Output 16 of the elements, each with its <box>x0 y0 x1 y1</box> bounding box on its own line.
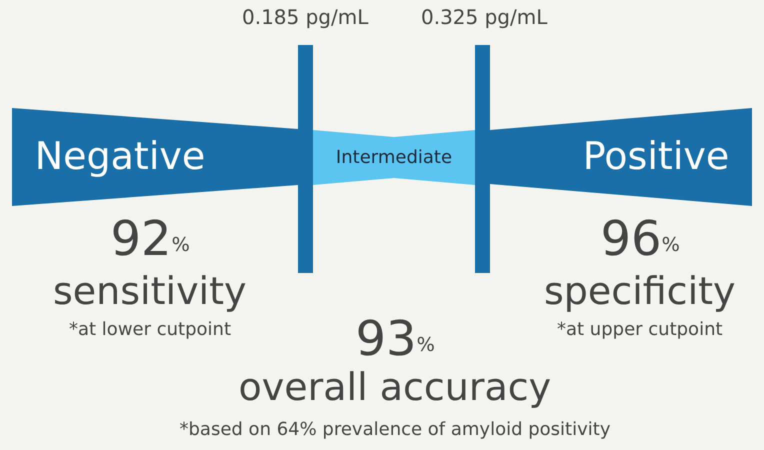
band-label: Positive <box>582 134 730 180</box>
zone-band <box>490 108 752 206</box>
stat-name: overall accuracy <box>238 366 552 410</box>
cutpoint-bar <box>475 45 490 273</box>
band-label: Negative <box>34 134 206 180</box>
footnote: *based on 64% prevalence of amyloid positivity <box>180 420 610 441</box>
stat-name: sensitivity <box>53 270 247 314</box>
band-label: Intermediate <box>334 146 454 168</box>
zone-band <box>313 130 475 185</box>
cutpoint-bar <box>298 45 313 273</box>
footnote: *at lower cutpoint <box>69 320 232 341</box>
zone-band <box>12 108 298 206</box>
stat-name: specificity <box>544 270 736 314</box>
cutpoint-value: 0.185 pg/mL <box>242 6 368 29</box>
footnote: *at upper cutpoint <box>557 320 723 341</box>
cutpoint-value: 0.325 pg/mL <box>421 6 548 29</box>
